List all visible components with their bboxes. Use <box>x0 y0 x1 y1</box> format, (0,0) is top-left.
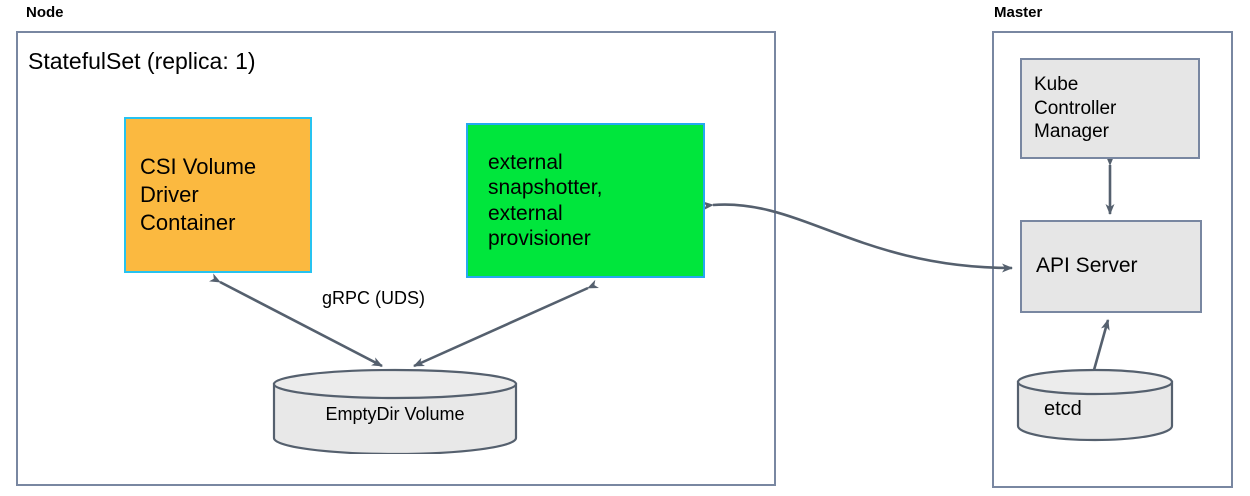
kcm-line-2: Controller <box>1034 97 1117 119</box>
etcd-label: etcd <box>1044 398 1082 420</box>
csi-driver-line-1: CSI Volume <box>140 154 257 180</box>
external-sidecars-box[interactable]: external snapshotter, external provision… <box>466 123 705 278</box>
statefulset-title: StatefulSet (replica: 1) <box>28 48 256 74</box>
csi-volume-driver-container-box[interactable]: CSI Volume Driver Container <box>124 117 312 273</box>
kube-controller-manager-box[interactable]: Kube Controller Manager <box>1020 58 1200 159</box>
etcd-cylinder[interactable]: etcd <box>1016 368 1174 442</box>
sidecars-line-1: external <box>488 151 563 175</box>
kcm-line-3: Manager <box>1034 121 1109 143</box>
emptydir-volume-label: EmptyDir Volume <box>325 404 465 424</box>
node-group-label: Node <box>26 4 64 21</box>
emptydir-volume-cylinder[interactable]: EmptyDir Volume <box>272 368 518 456</box>
grpc-uds-edge-label: gRPC (UDS) <box>322 288 426 308</box>
sidecars-line-4: provisioner <box>488 226 591 250</box>
emptydir-cylinder-shape <box>272 368 518 456</box>
sidecars-line-3: external <box>488 201 563 225</box>
api-server-box[interactable]: API Server <box>1020 220 1202 313</box>
kcm-line-1: Kube <box>1034 73 1079 95</box>
csi-driver-line-3: Container <box>140 209 236 235</box>
master-group-label: Master <box>994 4 1043 21</box>
etcd-cylinder-shape <box>1016 368 1174 442</box>
csi-driver-line-2: Driver <box>140 182 199 208</box>
api-server-label: API Server <box>1036 254 1138 278</box>
sidecars-line-2: snapshotter, <box>488 176 603 200</box>
